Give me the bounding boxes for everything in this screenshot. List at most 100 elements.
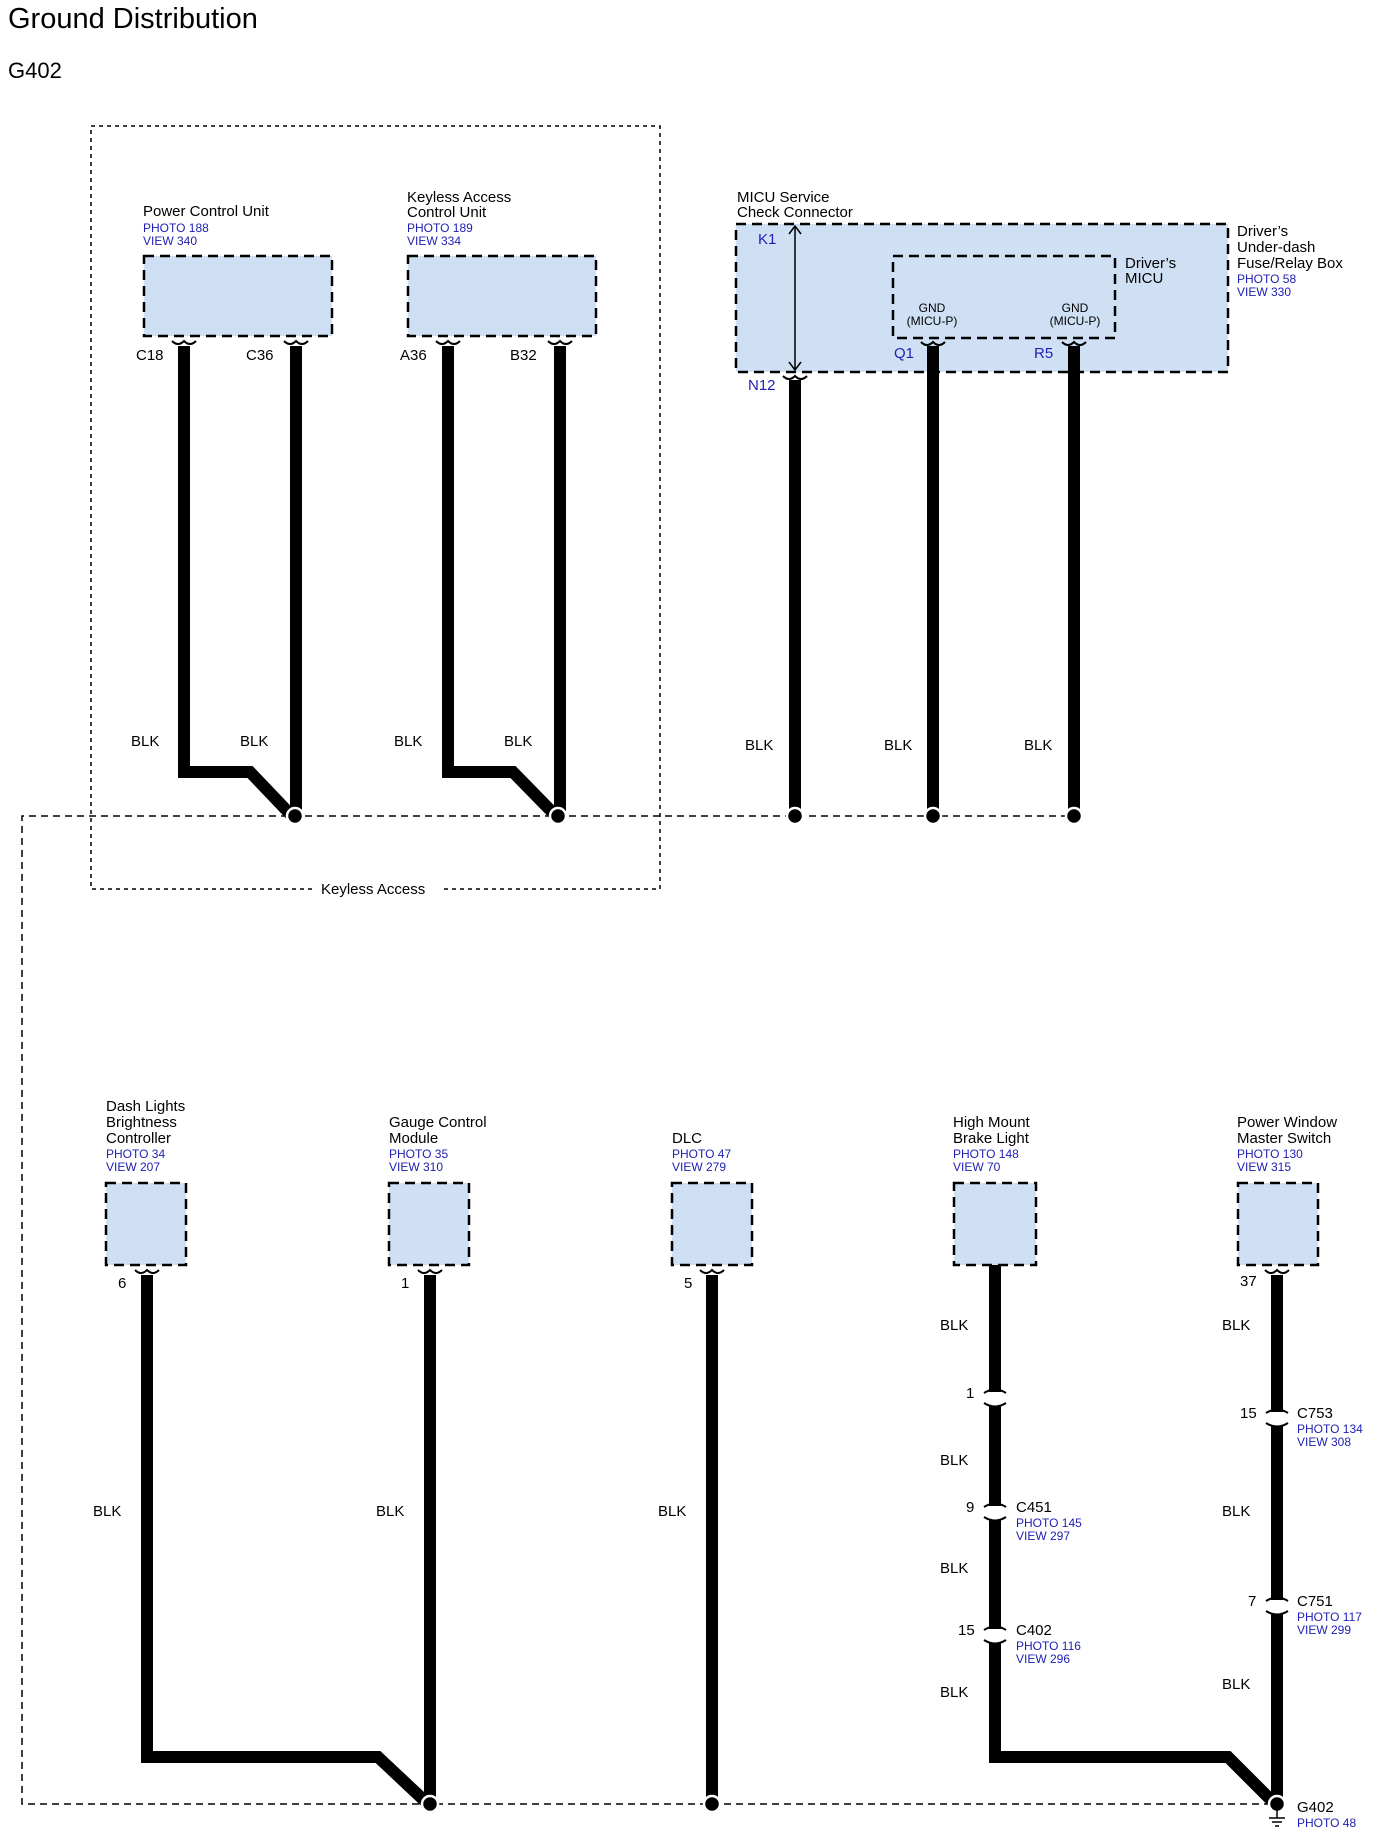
wire-color-label: BLK bbox=[504, 733, 532, 750]
page-subtitle: G402 bbox=[8, 58, 62, 83]
photo-ref[interactable]: PHOTO 48 bbox=[1297, 1816, 1356, 1830]
wire-color-label: BLK bbox=[940, 1317, 968, 1334]
pin-terminal bbox=[920, 340, 946, 346]
component-label: Driver’s bbox=[1125, 255, 1176, 272]
photo-ref[interactable]: PHOTO 130 bbox=[1237, 1147, 1303, 1161]
pin-label: 15 bbox=[1240, 1405, 1257, 1422]
pin-label: B32 bbox=[510, 347, 537, 364]
pin-terminal bbox=[171, 339, 197, 345]
pin-label: 1 bbox=[966, 1385, 974, 1402]
component-label: Check Connector bbox=[737, 204, 853, 221]
pin-terminal bbox=[283, 339, 309, 345]
photo-ref[interactable]: PHOTO 148 bbox=[953, 1147, 1019, 1161]
inline-connector bbox=[1265, 1596, 1289, 1616]
photo-ref[interactable]: PHOTO 189 bbox=[407, 221, 473, 235]
view-ref[interactable]: VIEW 279 bbox=[672, 1160, 726, 1174]
photo-ref[interactable]: PHOTO 134 bbox=[1297, 1422, 1363, 1436]
wire bbox=[141, 1275, 433, 1809]
gnd-label: GND bbox=[1062, 301, 1089, 315]
wire-color-label: BLK bbox=[1024, 737, 1052, 754]
inline-connector bbox=[1265, 1408, 1289, 1428]
photo-ref[interactable]: PHOTO 145 bbox=[1016, 1516, 1082, 1530]
ground-bus bbox=[21, 815, 1270, 1805]
connector-name: C451 bbox=[1016, 1499, 1052, 1516]
page-title: Ground Distribution bbox=[8, 3, 258, 35]
view-ref[interactable]: VIEW 207 bbox=[106, 1160, 160, 1174]
pin-label: Q1 bbox=[894, 345, 914, 362]
photo-ref[interactable]: PHOTO 34 bbox=[106, 1147, 165, 1161]
component-label: Module bbox=[389, 1130, 438, 1147]
wire-color-label: BLK bbox=[376, 1503, 404, 1520]
wire-color-label: BLK bbox=[93, 1503, 121, 1520]
wire-color-label: BLK bbox=[940, 1684, 968, 1701]
connector-c753: C753 PHOTO 134 VIEW 308 bbox=[1297, 1405, 1363, 1449]
wire bbox=[178, 346, 297, 821]
splice-node bbox=[702, 1794, 722, 1814]
gnd-label: GND bbox=[919, 301, 946, 315]
pin-label: A36 bbox=[400, 347, 427, 364]
pin-terminal bbox=[782, 374, 808, 380]
micu-service-check-connector: MICU Service Check Connector bbox=[737, 189, 853, 221]
wire-color-label: BLK bbox=[240, 733, 268, 750]
photo-ref[interactable]: PHOTO 58 bbox=[1237, 272, 1296, 286]
pin-label: 7 bbox=[1248, 1593, 1256, 1610]
splice-node bbox=[420, 1794, 440, 1814]
keyless-access-region bbox=[90, 125, 661, 890]
wire-color-label: BLK bbox=[658, 1503, 686, 1520]
pin-label: R5 bbox=[1034, 345, 1053, 362]
component-box bbox=[387, 1181, 471, 1267]
wire-color-label: BLK bbox=[131, 733, 159, 750]
component-label: Brake Light bbox=[953, 1130, 1030, 1147]
connector-c751: C751 PHOTO 117 VIEW 299 bbox=[1297, 1593, 1362, 1637]
pin-terminal bbox=[1264, 1268, 1290, 1274]
component-label: Controller bbox=[106, 1130, 171, 1147]
photo-ref[interactable]: PHOTO 47 bbox=[672, 1147, 731, 1161]
dlc: DLC PHOTO 47 VIEW 279 bbox=[670, 1130, 754, 1267]
pin-terminal bbox=[417, 1268, 443, 1274]
wire-color-label: BLK bbox=[745, 737, 773, 754]
splice-node bbox=[1064, 806, 1084, 826]
inline-connector bbox=[983, 1502, 1007, 1522]
view-ref[interactable]: VIEW 296 bbox=[1016, 1652, 1070, 1666]
splice-node bbox=[923, 806, 943, 826]
component-label: Brightness bbox=[106, 1114, 177, 1131]
pin-terminal bbox=[1061, 340, 1087, 346]
view-ref[interactable]: VIEW 299 bbox=[1297, 1623, 1351, 1637]
view-ref[interactable]: VIEW 70 bbox=[953, 1160, 1001, 1174]
connector-name: C753 bbox=[1297, 1405, 1333, 1422]
splice-node bbox=[548, 806, 568, 826]
view-ref[interactable]: VIEW 308 bbox=[1297, 1435, 1351, 1449]
ground-symbol-icon bbox=[1269, 1810, 1285, 1827]
wire-color-label: BLK bbox=[394, 733, 422, 750]
pin-label: C18 bbox=[136, 347, 164, 364]
connector-break bbox=[986, 1392, 1004, 1406]
component-label: High Mount bbox=[953, 1114, 1031, 1131]
photo-ref[interactable]: PHOTO 117 bbox=[1297, 1610, 1362, 1624]
gnd-sub-label: (MICU-P) bbox=[907, 314, 958, 328]
view-ref[interactable]: VIEW 297 bbox=[1016, 1529, 1070, 1543]
pin-label: 1 bbox=[401, 1275, 409, 1292]
view-ref[interactable]: VIEW 310 bbox=[389, 1160, 443, 1174]
pin-terminal bbox=[134, 1268, 160, 1274]
component-label: DLC bbox=[672, 1130, 702, 1147]
view-ref[interactable]: VIEW 315 bbox=[1237, 1160, 1291, 1174]
component-label: MICU bbox=[1125, 270, 1163, 287]
view-ref[interactable]: VIEW 340 bbox=[143, 234, 197, 248]
splice-node bbox=[285, 806, 305, 826]
photo-ref[interactable]: PHOTO 116 bbox=[1016, 1639, 1081, 1653]
wire-color-label: BLK bbox=[1222, 1317, 1250, 1334]
wire-color-label: BLK bbox=[940, 1452, 968, 1469]
splice-node bbox=[785, 806, 805, 826]
pin-label: 9 bbox=[966, 1499, 974, 1516]
component-label: Driver’s bbox=[1237, 223, 1288, 240]
view-ref[interactable]: VIEW 330 bbox=[1237, 285, 1291, 299]
component-label: Dash Lights bbox=[106, 1098, 185, 1115]
photo-ref[interactable]: PHOTO 35 bbox=[389, 1147, 448, 1161]
photo-ref[interactable]: PHOTO 188 bbox=[143, 221, 209, 235]
view-ref[interactable]: VIEW 334 bbox=[407, 234, 461, 248]
pin-label: N12 bbox=[748, 377, 776, 394]
arrow-icon bbox=[788, 224, 802, 235]
connector-break bbox=[1268, 1412, 1286, 1426]
component-label: Gauge Control bbox=[389, 1114, 487, 1131]
pin-terminal bbox=[547, 339, 573, 345]
